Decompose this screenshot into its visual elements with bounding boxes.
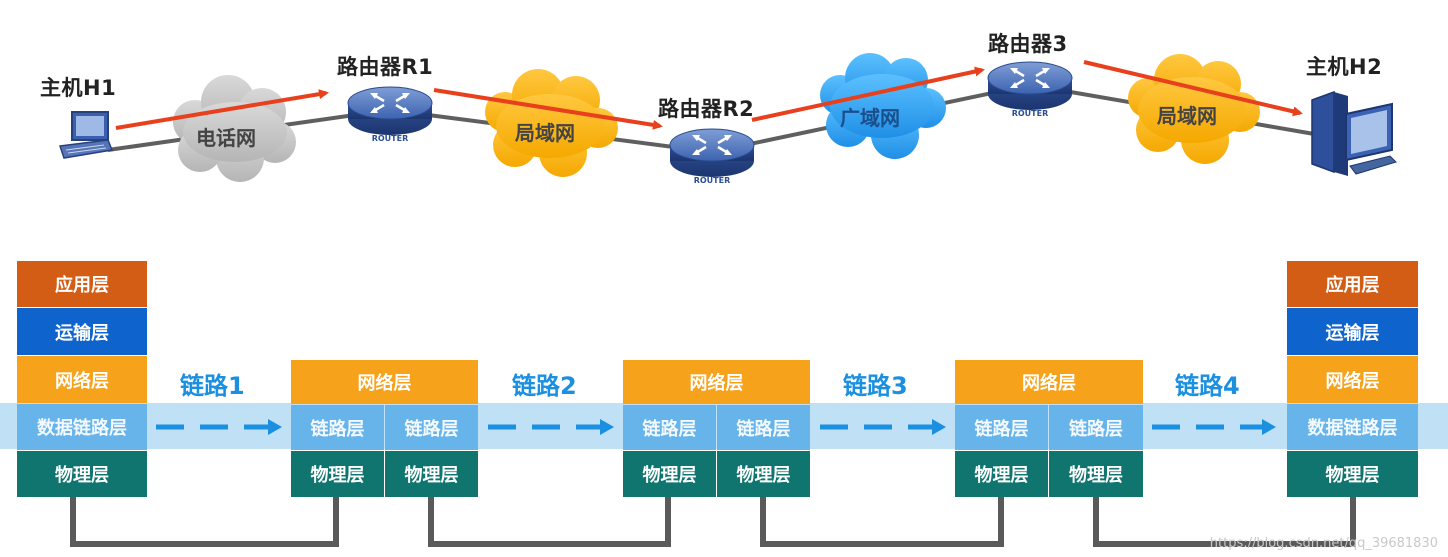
router-link-layer-right: 链路层 bbox=[385, 405, 478, 450]
watermark: https://blog.csdn.net/qq_39681830 bbox=[1209, 536, 1438, 551]
application-layer: 应用层 bbox=[1287, 261, 1418, 307]
link-4-label: 链路4 bbox=[1175, 372, 1240, 400]
router-physical-layer-right: 物理层 bbox=[385, 451, 478, 497]
router-icon-r2 bbox=[669, 128, 755, 177]
application-layer: 应用层 bbox=[17, 261, 147, 307]
cloud-wan-label: 广域网 bbox=[840, 106, 900, 130]
cloud-lan1-label: 局域网 bbox=[515, 121, 575, 145]
laptop-icon bbox=[58, 111, 114, 159]
desktop-computer-icon bbox=[1311, 90, 1397, 176]
router-r1-badge: ROUTER bbox=[372, 134, 409, 143]
network-layer: 网络层 bbox=[1287, 356, 1418, 403]
router-physical-layer-right: 物理层 bbox=[1049, 451, 1143, 497]
router-icon-r3 bbox=[987, 61, 1073, 110]
router-network-layer: 网络层 bbox=[291, 360, 478, 404]
router-network-layer: 网络层 bbox=[623, 360, 810, 404]
router-r3-label: 路由器3 bbox=[988, 32, 1068, 56]
physical-layer: 物理层 bbox=[17, 451, 147, 497]
router-icon-r1 bbox=[347, 86, 433, 135]
link-1-label: 链路1 bbox=[180, 372, 245, 400]
router-r3-badge: ROUTER bbox=[1012, 109, 1049, 118]
data-link-layer: 数据链路层 bbox=[17, 404, 147, 450]
router-r1-label: 路由器R1 bbox=[337, 55, 434, 79]
host-h1-label: 主机H1 bbox=[40, 76, 117, 100]
router-physical-layer-left: 物理层 bbox=[291, 451, 384, 497]
cloud-phone-network bbox=[173, 75, 296, 182]
router-physical-layer-left: 物理层 bbox=[955, 451, 1048, 497]
transport-layer: 运输层 bbox=[1287, 308, 1418, 355]
physical-cables bbox=[70, 497, 1356, 547]
link-arrows-and-cables bbox=[70, 419, 1356, 547]
router-link-layer-right: 链路层 bbox=[1049, 405, 1143, 450]
router-link-layer-left: 链路层 bbox=[623, 405, 716, 450]
network-layer: 网络层 bbox=[17, 356, 147, 403]
router-link-layer-left: 链路层 bbox=[291, 405, 384, 450]
router-physical-layer-left: 物理层 bbox=[623, 451, 716, 497]
router-link-layer-right: 链路层 bbox=[717, 405, 810, 450]
cloud-lan2-label: 局域网 bbox=[1157, 104, 1217, 128]
transport-layer: 运输层 bbox=[17, 308, 147, 355]
link-2-label: 链路2 bbox=[512, 372, 577, 400]
link-3-label: 链路3 bbox=[843, 372, 908, 400]
data-path-arrows bbox=[115, 60, 1303, 130]
router-link-layer-left: 链路层 bbox=[955, 405, 1048, 450]
router-physical-layer-right: 物理层 bbox=[717, 451, 810, 497]
router-network-layer: 网络层 bbox=[955, 360, 1143, 404]
router-r2-badge: ROUTER bbox=[694, 176, 731, 185]
physical-layer: 物理层 bbox=[1287, 451, 1418, 497]
cloud-phone-label: 电话网 bbox=[196, 126, 256, 150]
cloud-lan-1 bbox=[485, 69, 618, 177]
data-link-layer: 数据链路层 bbox=[1287, 404, 1418, 450]
host-h2-label: 主机H2 bbox=[1306, 55, 1383, 79]
network-topology: ROUTER ROUTER ROUTER bbox=[58, 53, 1397, 185]
router-r2-label: 路由器R2 bbox=[658, 97, 755, 121]
